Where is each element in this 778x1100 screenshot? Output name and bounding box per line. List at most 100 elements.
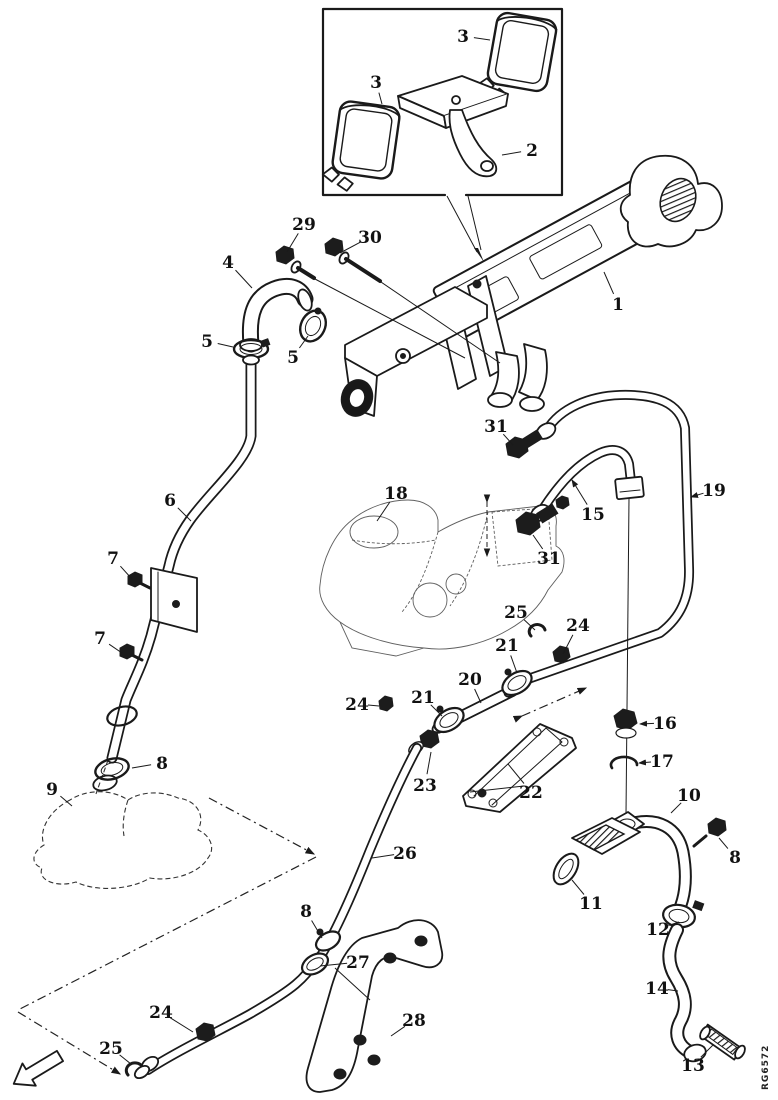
callout-leader-2 <box>501 151 522 156</box>
callout-leader-23 <box>426 751 432 775</box>
bracket-28 <box>305 919 444 1093</box>
callout-leader-13 <box>700 1044 714 1058</box>
callout-leader-27 <box>319 962 348 967</box>
callout-leader-3 <box>473 37 491 41</box>
callout-leader-5 <box>298 335 309 349</box>
callout-22: 22 <box>519 783 543 803</box>
callout-8: 8 <box>156 754 168 774</box>
bolt-8-right <box>692 817 727 848</box>
clamp-21-left <box>433 705 465 734</box>
callout-15: 15 <box>581 505 605 525</box>
coupling-27 <box>300 952 330 976</box>
heat-shield-22 <box>462 723 577 813</box>
callout-leader-26 <box>371 854 395 859</box>
bracket-bolt-7b <box>119 643 144 662</box>
callout-8: 8 <box>729 848 741 868</box>
callout-24: 24 <box>149 1003 173 1023</box>
callout-7: 7 <box>107 549 119 569</box>
callout-11: 11 <box>579 894 603 914</box>
callout-leader-24 <box>170 1017 194 1033</box>
locator-lines <box>17 494 588 1075</box>
callout-leader-5 <box>217 343 234 348</box>
callout-leader-16 <box>639 720 655 727</box>
clip-25-pipe19 <box>527 623 547 638</box>
callout-2: 2 <box>526 141 538 161</box>
callout-leader-22 <box>507 763 525 784</box>
callout-24: 24 <box>566 616 590 636</box>
callout-3: 3 <box>370 73 382 93</box>
callout-4: 4 <box>222 253 234 273</box>
callout-30: 30 <box>358 228 382 248</box>
callout-leader-24 <box>562 634 574 655</box>
callout-6: 6 <box>164 491 176 511</box>
fitting-31-upper <box>505 429 543 459</box>
callout-leader-6 <box>177 507 192 522</box>
callout-leader-7 <box>108 643 123 654</box>
callout-5: 5 <box>201 332 213 352</box>
inset-pointer-arrowhead <box>474 248 484 262</box>
callout-23: 23 <box>413 776 437 796</box>
bracket-bolt-7a <box>127 571 152 590</box>
callout-7: 7 <box>94 629 106 649</box>
callout-leader-8 <box>718 837 729 849</box>
gasket-11 <box>552 852 580 886</box>
callout-leader-8 <box>311 920 323 939</box>
callout-21: 21 <box>411 688 435 708</box>
callout-leader-3 <box>378 92 383 105</box>
egr-cooler <box>340 154 723 417</box>
callout-31: 31 <box>537 549 561 569</box>
callout-leader-8 <box>131 764 152 769</box>
callout-19: 19 <box>702 481 726 501</box>
assembly-centerline <box>625 497 630 815</box>
nut-24-mid <box>378 695 394 712</box>
callout-25: 25 <box>504 603 528 623</box>
callout-leader-28 <box>390 1025 406 1037</box>
callout-17: 17 <box>650 752 674 772</box>
callout-leader-10 <box>670 802 682 814</box>
bolt-30 <box>324 237 382 283</box>
artwork-code: RG6572 <box>761 1045 771 1090</box>
callout-8: 8 <box>300 902 312 922</box>
nut-24-tube26 <box>195 1022 216 1042</box>
clip-25-tube26 <box>124 1061 144 1077</box>
callout-26: 26 <box>393 844 417 864</box>
callout-leader-31 <box>532 534 544 550</box>
pipe-bracket <box>150 567 198 633</box>
callout-31: 31 <box>484 417 508 437</box>
callout-5: 5 <box>287 348 299 368</box>
callout-leader-17 <box>638 759 652 766</box>
callout-25: 25 <box>99 1039 123 1059</box>
callout-leader-14 <box>667 989 679 992</box>
outlet-pipe-10 <box>571 811 692 917</box>
callout-leader-21 <box>430 704 443 717</box>
callout-24: 24 <box>345 695 369 715</box>
bolt-29 <box>275 245 316 280</box>
callout-leader-9 <box>60 795 73 807</box>
inset-detail-box <box>321 7 564 262</box>
clamp-8-tube26 <box>314 928 342 952</box>
nut-16 <box>613 708 638 739</box>
hose-clamp-5b <box>298 307 328 343</box>
callout-leader-30 <box>339 241 361 254</box>
hose-coupling-clamps-8a <box>92 705 138 792</box>
water-pipe-6 <box>106 354 260 764</box>
cooler-outlet-cap <box>659 177 697 223</box>
elbow-hose <box>239 277 314 353</box>
snap-washer-17 <box>609 755 639 770</box>
fitting-31-lower <box>515 495 570 536</box>
callout-14: 14 <box>645 979 669 999</box>
clamp-21-right <box>501 668 533 697</box>
callout-leader-29 <box>286 233 299 253</box>
callout-29: 29 <box>292 215 316 235</box>
callout-leader-31 <box>502 433 514 446</box>
callout-3: 3 <box>457 27 469 47</box>
callout-27: 27 <box>346 953 370 973</box>
callout-leader-24 <box>367 704 380 707</box>
callout-leader-21 <box>510 655 518 674</box>
tube-26 <box>143 743 422 1075</box>
nut-24-pipe19 <box>552 645 571 664</box>
callout-leader-18 <box>376 501 391 522</box>
clamp-13 <box>699 1023 746 1061</box>
hose-15 <box>529 445 645 523</box>
